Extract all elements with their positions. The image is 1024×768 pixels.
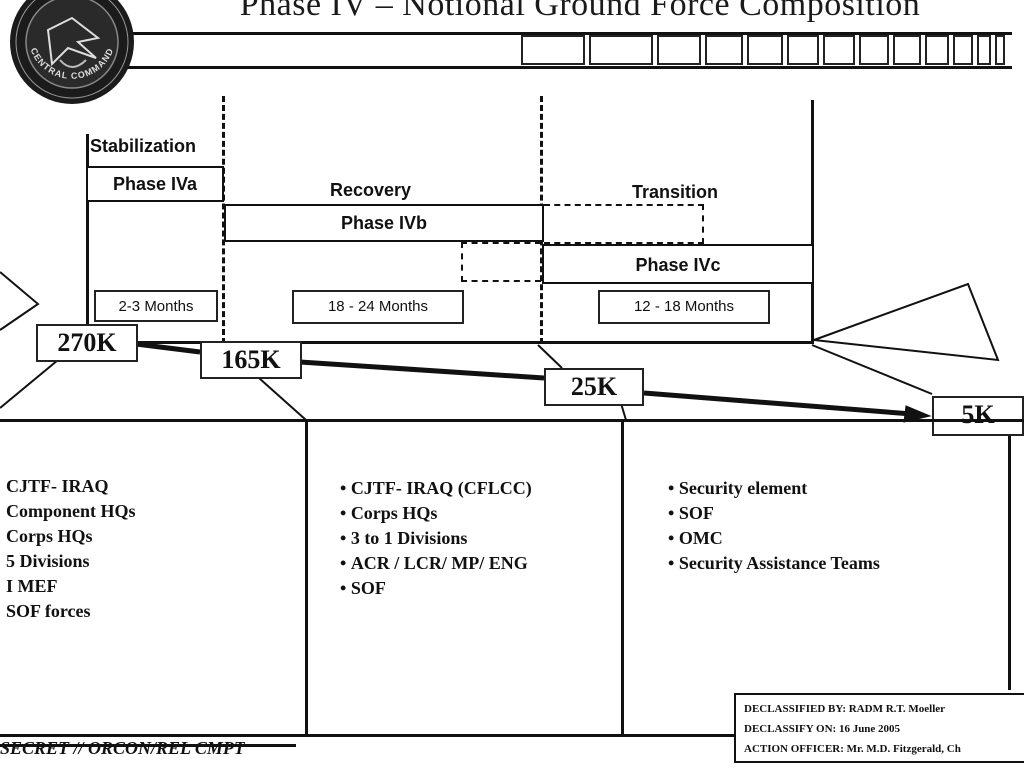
force-level-270k: 270K: [36, 324, 138, 362]
phase-group-stabilization: Stabilization: [90, 136, 197, 156]
force-list-phase-ivb: CJTF- IRAQ (CFLCC) Corps HQs 3 to 1 Divi…: [340, 476, 532, 601]
phase-ivb-bar: Phase IVb: [224, 204, 544, 242]
force-level-5k: 5K: [932, 396, 1024, 436]
list-item: SOF: [340, 576, 532, 601]
panel-divider-2: [621, 419, 624, 737]
list-item: Component HQs: [6, 501, 136, 521]
central-command-seal: CENTRAL COMMAND: [8, 0, 136, 106]
phase-divider-1: [222, 96, 225, 344]
list-item: Security element: [668, 476, 880, 501]
list-item: Corps HQs: [340, 501, 532, 526]
list-item: Security Assistance Teams: [668, 551, 880, 576]
force-panel-row: [0, 419, 1024, 737]
phase-group-transition: Transition: [632, 182, 719, 202]
list-item: 3 to 1 Divisions: [340, 526, 532, 551]
left-triangle: [0, 271, 40, 331]
panel-divider-3: [1008, 436, 1011, 690]
list-item: ACR / LCR/ MP/ ENG: [340, 551, 532, 576]
phase-iva-bar: Phase IVa: [86, 166, 224, 202]
phase-ivb-duration: 18 - 24 Months: [292, 290, 464, 324]
header-rule-lower: [120, 66, 1012, 69]
phase-ivc-bar: Phase IVc: [542, 244, 814, 284]
phase-ivc-dashed-lead: [544, 204, 704, 244]
seal-icon: CENTRAL COMMAND: [10, 0, 134, 104]
action-officer: ACTION OFFICER: Mr. M.D. Fitzgerald, Ch: [744, 743, 961, 755]
declassification-stamp: DECLASSIFIED BY: RADM R.T. Moeller DECLA…: [734, 693, 1024, 763]
transition-right-border: [811, 100, 814, 344]
list-item: SOF forces: [6, 601, 91, 621]
phase-group-recovery: Recovery: [330, 180, 412, 200]
list-item: CJTF- IRAQ: [6, 476, 109, 496]
header-boxes-graphic: [521, 35, 1005, 65]
list-item: I MEF: [6, 576, 58, 596]
list-item: OMC: [668, 526, 880, 551]
header-rule: [120, 32, 1012, 35]
timeline-base: [86, 341, 814, 344]
list-item: CJTF- IRAQ (CFLCC): [340, 476, 532, 501]
classification-marking: SECRET // ORCON/REL CMPT: [0, 738, 245, 758]
header-box-strip: [520, 34, 1010, 66]
phase-iva-duration: 2-3 Months: [94, 290, 218, 322]
page-title: Phase IV – Notional Ground Force Composi…: [239, 0, 921, 23]
declassified-by: DECLASSIFIED BY: RADM R.T. Moeller: [744, 703, 946, 715]
list-item: 5 Divisions: [6, 551, 90, 571]
right-triangle: [813, 282, 1000, 362]
phase-ivb-dashed-tail: [461, 242, 541, 282]
force-list-phase-iva: CJTF- IRAQ Component HQs Corps HQs 5 Div…: [6, 474, 136, 624]
panel-divider-1: [305, 419, 308, 737]
phase-ivc-duration: 12 - 18 Months: [598, 290, 770, 324]
list-item: SOF: [668, 501, 880, 526]
force-level-165k: 165K: [200, 341, 302, 379]
force-list-phase-ivc: Security element SOF OMC Security Assist…: [668, 476, 880, 576]
classification-rule: [0, 744, 296, 747]
stabilization-left-border: [86, 134, 89, 340]
list-item: Corps HQs: [6, 526, 93, 546]
force-level-25k: 25K: [544, 368, 644, 406]
declassify-on: DECLASSIFY ON: 16 June 2005: [744, 723, 901, 735]
